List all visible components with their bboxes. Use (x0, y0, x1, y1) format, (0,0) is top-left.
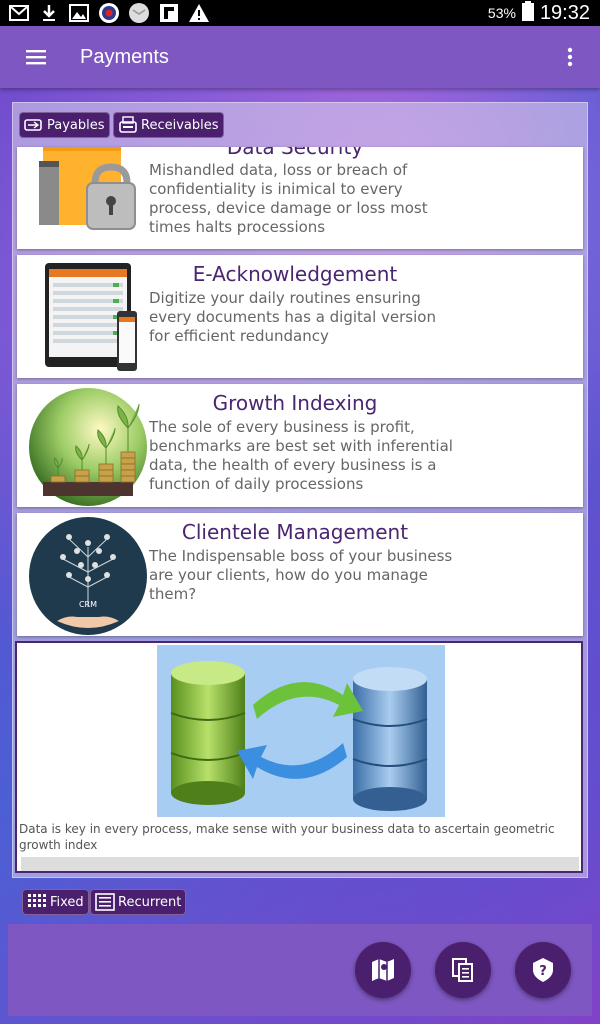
hamburger-icon (26, 50, 46, 65)
card-clientele-management[interactable]: CRM Clientele Management The Indispensab… (17, 513, 583, 636)
card-title: Data Security (226, 147, 364, 159)
help-button[interactable]: ? (515, 942, 571, 998)
card-title: Clientele Management (181, 520, 409, 544)
list-icon (95, 893, 115, 911)
app-bar: Payments (0, 26, 600, 88)
tab-label: Recurrent (118, 894, 182, 910)
messaging-icon (128, 3, 150, 23)
card-description: Mishandled data, loss or breach of confi… (149, 161, 428, 236)
lock-folder-image (29, 147, 147, 239)
status-bar: 53% 19:32 (0, 0, 600, 26)
app-badge-icon (98, 3, 120, 23)
card-title: E-Acknowledgement (192, 262, 398, 286)
map-icon (372, 959, 394, 981)
feature-panel: Data is key in every process, make sense… (15, 641, 583, 873)
page-title: Payments (80, 45, 169, 68)
payables-icon (24, 119, 42, 131)
battery-percent: 53% (487, 5, 516, 21)
card-description: Digitize your daily routines ensuring ev… (149, 289, 436, 345)
receivables-icon (119, 116, 137, 133)
more-vert-icon (567, 47, 573, 67)
bottom-action-bar: ? (8, 924, 592, 1016)
grid-icon (28, 894, 46, 907)
feature-caption: Data is key in every process, make sense… (19, 822, 555, 852)
horizontal-scrollbar[interactable] (21, 857, 579, 871)
card-e-acknowledgement[interactable]: E-Acknowledgement Digitize your daily ro… (17, 255, 583, 378)
gmail-icon (8, 3, 30, 23)
battery-icon (521, 1, 534, 25)
content-panel: Payables Receivables Data Security Misha… (12, 102, 588, 878)
menu-button[interactable] (0, 26, 72, 88)
tab-label: Payables (47, 117, 105, 133)
crm-image: CRM (29, 517, 147, 635)
notification-icons (0, 3, 210, 23)
system-status: 53% 19:32 (488, 1, 600, 25)
tab-label: Fixed (50, 894, 84, 910)
tab-payables[interactable]: Payables (19, 112, 110, 138)
flipboard-icon (158, 3, 180, 23)
tab-receivables[interactable]: Receivables (113, 112, 224, 138)
help-icon: ? (533, 958, 553, 982)
warning-icon (188, 3, 210, 23)
database-sync-image (157, 645, 445, 817)
clock: 19:32 (539, 1, 590, 24)
card-title: Growth Indexing (212, 391, 378, 415)
overflow-menu-button[interactable] (540, 26, 600, 88)
card-data-security[interactable]: Data Security Mishandled data, loss or b… (17, 147, 583, 249)
devices-image (29, 259, 147, 377)
download-icon (38, 3, 60, 23)
map-button[interactable] (355, 942, 411, 998)
svg-text:CRM: CRM (79, 600, 97, 609)
card-growth-indexing[interactable]: Growth Indexing The sole of every busine… (17, 384, 583, 507)
card-description: The Indispensable boss of your business … (149, 547, 453, 603)
growth-coins-image (29, 388, 147, 506)
svg-text:?: ? (539, 964, 547, 979)
tab-label: Receivables (141, 117, 219, 133)
documents-button[interactable] (435, 942, 491, 998)
gallery-icon (68, 3, 90, 23)
tab-fixed[interactable]: Fixed (22, 889, 89, 915)
card-description: The sole of every business is profit, be… (149, 418, 453, 493)
documents-icon (452, 958, 473, 982)
tab-recurrent[interactable]: Recurrent (90, 889, 187, 915)
